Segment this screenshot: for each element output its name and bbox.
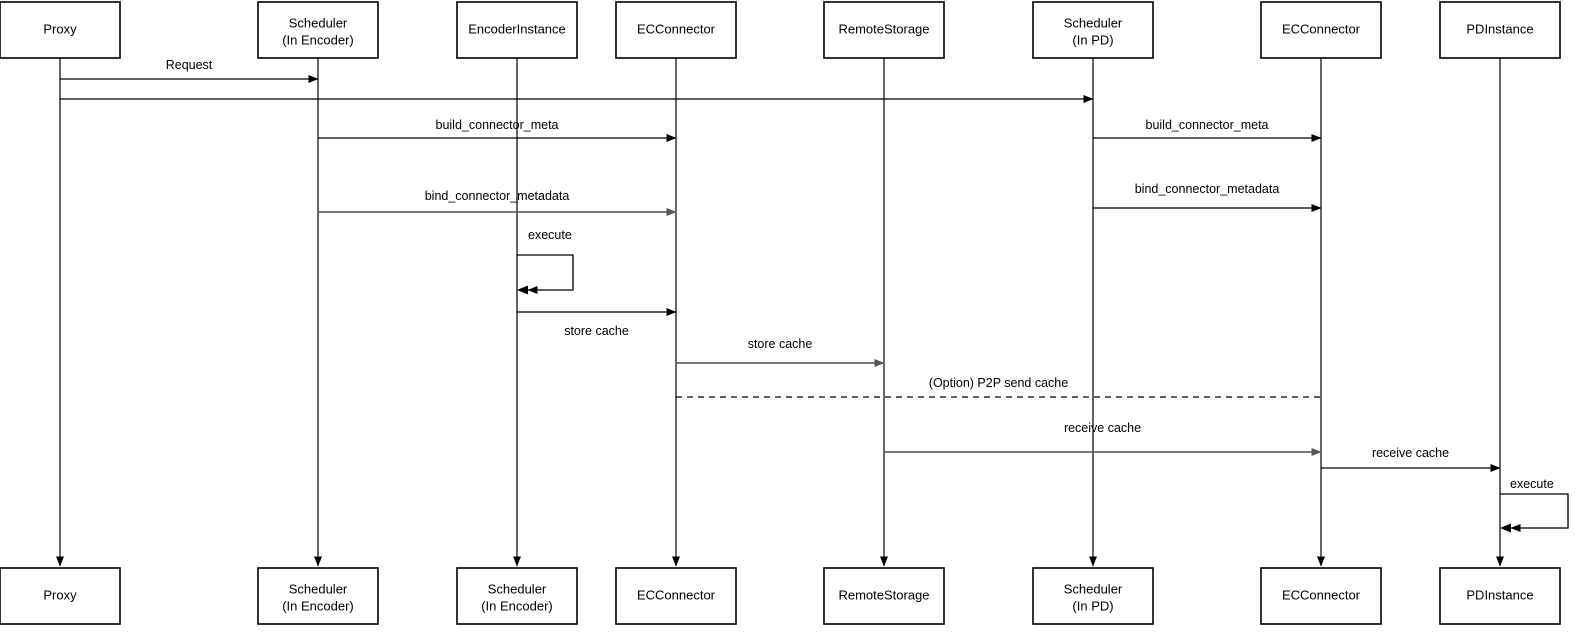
participant-header-box-pd_instance[interactable] (1439, 1, 1561, 59)
participant-header-box-remote_storage[interactable] (823, 1, 945, 59)
message-label-m8: store cache (748, 337, 813, 351)
participant-header-box-sched_enc[interactable] (257, 1, 379, 59)
participant-footer-label-sched_pd: Scheduler (1064, 581, 1123, 596)
participant-footer-label-pd_instance: PDInstance (1466, 587, 1533, 602)
message-label-m5: bind_connector_metadata (425, 189, 570, 203)
self-message-s2 (1500, 493, 1569, 532)
participant-header-box-proxy[interactable] (0, 1, 121, 59)
message-label-m4: build_connector_meta (1146, 118, 1269, 132)
participant-header-label-ecconn_right: ECConnector (1282, 21, 1361, 36)
participant-header-proxy[interactable]: Proxy (0, 1, 121, 59)
participant-header-box-ecconn_left[interactable] (615, 1, 737, 59)
participant-footer-box-proxy[interactable] (0, 567, 121, 625)
participant-headers-group: Proxy Scheduler (In Encoder) EncoderInstanc… (0, 1, 1561, 59)
messages-group: Request build_connector_meta build_connect… (60, 58, 1501, 472)
message-label-m3: build_connector_meta (436, 118, 559, 132)
message-label-m11: receive cache (1372, 446, 1449, 460)
participant-footer-box-remote_storage[interactable] (823, 567, 945, 625)
participant-footer-remote_storage[interactable]: RemoteStorage (823, 567, 945, 625)
lifelines-group (56, 58, 1504, 567)
participant-footer-box-ecconn_right[interactable] (1260, 567, 1382, 625)
self-message-arrowhead-s2 (1500, 523, 1511, 533)
participant-header-label-encoder_inst: EncoderInstance (468, 21, 566, 36)
message-label-m1: Request (166, 58, 213, 72)
participant-header-encoder_inst[interactable]: EncoderInstance (456, 1, 578, 59)
participant-footer-ecconn_left[interactable]: ECConnector (615, 567, 737, 625)
participant-footer-pd_instance[interactable]: PDInstance (1439, 567, 1561, 625)
participant-footer-box-pd_instance[interactable] (1439, 567, 1561, 625)
participant-header-ecconn_left[interactable]: ECConnector (615, 1, 737, 59)
participant-header-box-sched_pd[interactable] (1032, 1, 1154, 59)
participant-footer-label-proxy: Proxy (43, 587, 77, 602)
message-label-m7: store cache (564, 324, 629, 338)
participant-footer-sublabel-encoder_inst: (In Encoder) (481, 598, 553, 613)
participant-footer-proxy[interactable]: Proxy (0, 567, 121, 625)
message-label-m10: receive cache (1064, 421, 1141, 435)
participant-header-sublabel-sched_pd: (In PD) (1072, 32, 1113, 47)
participant-header-label-sched_enc: Scheduler (289, 15, 348, 30)
participant-footer-label-ecconn_left: ECConnector (637, 587, 716, 602)
participant-header-label-sched_pd: Scheduler (1064, 15, 1123, 30)
participant-header-label-pd_instance: PDInstance (1466, 21, 1533, 36)
participant-footer-box-sched_pd[interactable] (1032, 567, 1154, 625)
participant-footer-label-encoder_inst: Scheduler (488, 581, 547, 596)
participant-footers-group: Proxy Scheduler (In Encoder) Scheduler (In E… (0, 567, 1561, 625)
participant-footer-box-ecconn_left[interactable] (615, 567, 737, 625)
participant-header-sublabel-sched_enc: (In Encoder) (282, 32, 354, 47)
self-message-arrowhead-s1 (517, 285, 528, 295)
self-message-s1 (517, 254, 574, 294)
participant-footer-sched_pd[interactable]: Scheduler (In PD) (1032, 567, 1154, 625)
participant-header-ecconn_right[interactable]: ECConnector (1260, 1, 1382, 59)
participant-header-sched_enc[interactable]: Scheduler (In Encoder) (257, 1, 379, 59)
message-label-m6: bind_connector_metadata (1135, 182, 1280, 196)
participant-header-label-ecconn_left: ECConnector (637, 21, 716, 36)
participant-footer-label-sched_enc: Scheduler (289, 581, 348, 596)
participant-footer-label-remote_storage: RemoteStorage (838, 587, 929, 602)
participant-footer-encoder_inst[interactable]: Scheduler (In Encoder) (456, 567, 578, 625)
participant-footer-label-ecconn_right: ECConnector (1282, 587, 1361, 602)
participant-header-box-ecconn_right[interactable] (1260, 1, 1382, 59)
message-label-m9: (Option) P2P send cache (929, 376, 1068, 390)
participant-header-label-proxy: Proxy (43, 21, 77, 36)
participant-footer-sublabel-sched_pd: (In PD) (1072, 598, 1113, 613)
participant-header-remote_storage[interactable]: RemoteStorage (823, 1, 945, 59)
participant-footer-box-sched_enc[interactable] (257, 567, 379, 625)
self-message-label-s1: execute (528, 228, 572, 242)
participant-header-sched_pd[interactable]: Scheduler (In PD) (1032, 1, 1154, 59)
participant-header-pd_instance[interactable]: PDInstance (1439, 1, 1561, 59)
self-messages-group: execute execute (517, 228, 1569, 533)
participant-footer-sched_enc[interactable]: Scheduler (In Encoder) (257, 567, 379, 625)
participant-header-label-remote_storage: RemoteStorage (838, 21, 929, 36)
participant-footer-ecconn_right[interactable]: ECConnector (1260, 567, 1382, 625)
participant-header-box-encoder_inst[interactable] (456, 1, 578, 59)
participant-footer-sublabel-sched_enc: (In Encoder) (282, 598, 354, 613)
participant-footer-box-encoder_inst[interactable] (456, 567, 578, 625)
self-message-label-s2: execute (1510, 477, 1554, 491)
